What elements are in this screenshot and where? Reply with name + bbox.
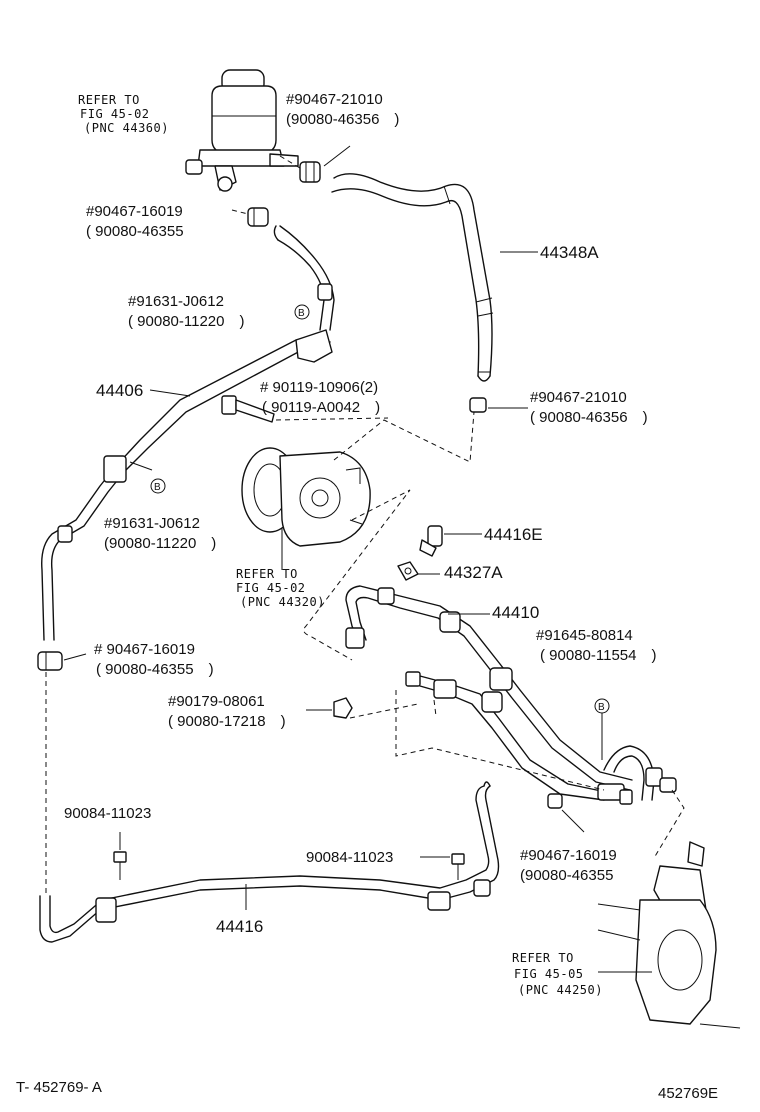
reservoir-tank	[185, 69, 299, 192]
label-clamp-top-left-1: #90467-16019	[86, 203, 183, 220]
tube-44410	[345, 585, 633, 791]
gasket-44327A	[397, 561, 419, 581]
label-bolt-1: # 90119-10906(2)	[260, 379, 378, 396]
label-tube-44416: 44416	[216, 917, 263, 936]
hose-44348A	[331, 173, 494, 382]
pump-bolt	[221, 395, 275, 423]
label-clamp-b-lower-1: #91631-J0612	[104, 515, 200, 532]
clamp-top-right	[299, 161, 321, 183]
label-clamp-b-lower-2: (90080-11220 )	[104, 535, 216, 552]
bolt-right-bottom	[451, 853, 465, 880]
power-steering-pump	[241, 447, 371, 547]
nut	[333, 697, 353, 719]
label-clamp-left-lower-1: # 90467-16019	[94, 641, 195, 658]
label-clamp-b-upper-1: #91631-J0612	[128, 293, 224, 310]
label-clamp-top-right-1: #90467-21010	[286, 91, 383, 108]
label-gasket-44327A: 44327A	[444, 563, 503, 582]
label-bolt-right: 90084-11023	[306, 849, 393, 866]
ref-pump-line2: FIG 45-02	[236, 581, 306, 595]
label-clamp-b-right-2: ( 90080-11554 )	[540, 647, 656, 664]
label-clamp-mid-right-2: ( 90080-46356 )	[530, 409, 648, 426]
footer-right: 452769E	[658, 1085, 718, 1102]
label-bolt-2: ( 90119-A0042 )	[262, 399, 380, 416]
label-bolt-left: 90084-11023	[64, 805, 151, 822]
badge-b-upper: B	[298, 308, 305, 319]
clamp-bottom-right	[547, 793, 563, 809]
ref-gear-line1: REFER TO	[512, 951, 574, 965]
ref-reservoir-line3: (PNC 44360)	[84, 121, 169, 135]
steering-gear	[597, 841, 741, 1029]
bolt-left-bottom	[113, 851, 127, 880]
label-clamp-mid-right-1: #90467-21010	[530, 389, 627, 406]
clamp-b-upper	[317, 283, 333, 301]
ref-reservoir-line1: REFER TO	[78, 93, 140, 107]
label-clamp-top-right-2: (90080-46356 )	[286, 111, 399, 128]
tube-44406	[41, 329, 333, 641]
ref-gear-line2: FIG 45-05	[514, 967, 584, 981]
clamp-left-lower	[37, 651, 63, 671]
clamp-top-left	[247, 207, 269, 227]
ref-reservoir: REFER TO FIG 45-02 (PNC 44360)	[78, 93, 169, 135]
label-clamp-bottom-right-2: (90080-46355	[520, 867, 613, 884]
badge-b-middle: B	[154, 482, 161, 493]
label-bolt-44416E: 44416E	[484, 525, 543, 544]
label-clamp-b-right-1: #91645-80814	[536, 627, 633, 644]
footer-left: T- 452769- A	[16, 1079, 102, 1096]
clamp-mid-right	[469, 397, 487, 413]
label-nut-1: #90179-08061	[168, 693, 265, 710]
bolt-44416E	[419, 525, 443, 557]
badge-b-right: B	[598, 702, 605, 713]
label-hose-44348A: 44348A	[540, 243, 599, 262]
label-clamp-top-left-2: ( 90080-46355	[86, 223, 184, 240]
label-tube-44410: 44410	[492, 603, 539, 622]
fitting-assembly	[597, 745, 677, 805]
label-clamp-b-upper-2: ( 90080-11220 )	[128, 313, 244, 330]
label-nut-2: ( 90080-17218 )	[168, 713, 286, 730]
ref-reservoir-line2: FIG 45-02	[80, 107, 150, 121]
label-tube-44406: 44406	[96, 381, 143, 400]
ref-pump-line1: REFER TO	[236, 567, 298, 581]
ref-pump: REFER TO FIG 45-02 (PNC 44320)	[236, 567, 325, 609]
ref-pump-line3: (PNC 44320)	[240, 595, 325, 609]
ref-gear-line3: (PNC 44250)	[518, 983, 603, 997]
tube-44416	[39, 781, 500, 943]
label-clamp-bottom-right-1: #90467-16019	[520, 847, 617, 864]
ref-gear: REFER TO FIG 45-05 (PNC 44250)	[512, 951, 603, 997]
label-clamp-left-lower-2: ( 90080-46355 )	[96, 661, 214, 678]
